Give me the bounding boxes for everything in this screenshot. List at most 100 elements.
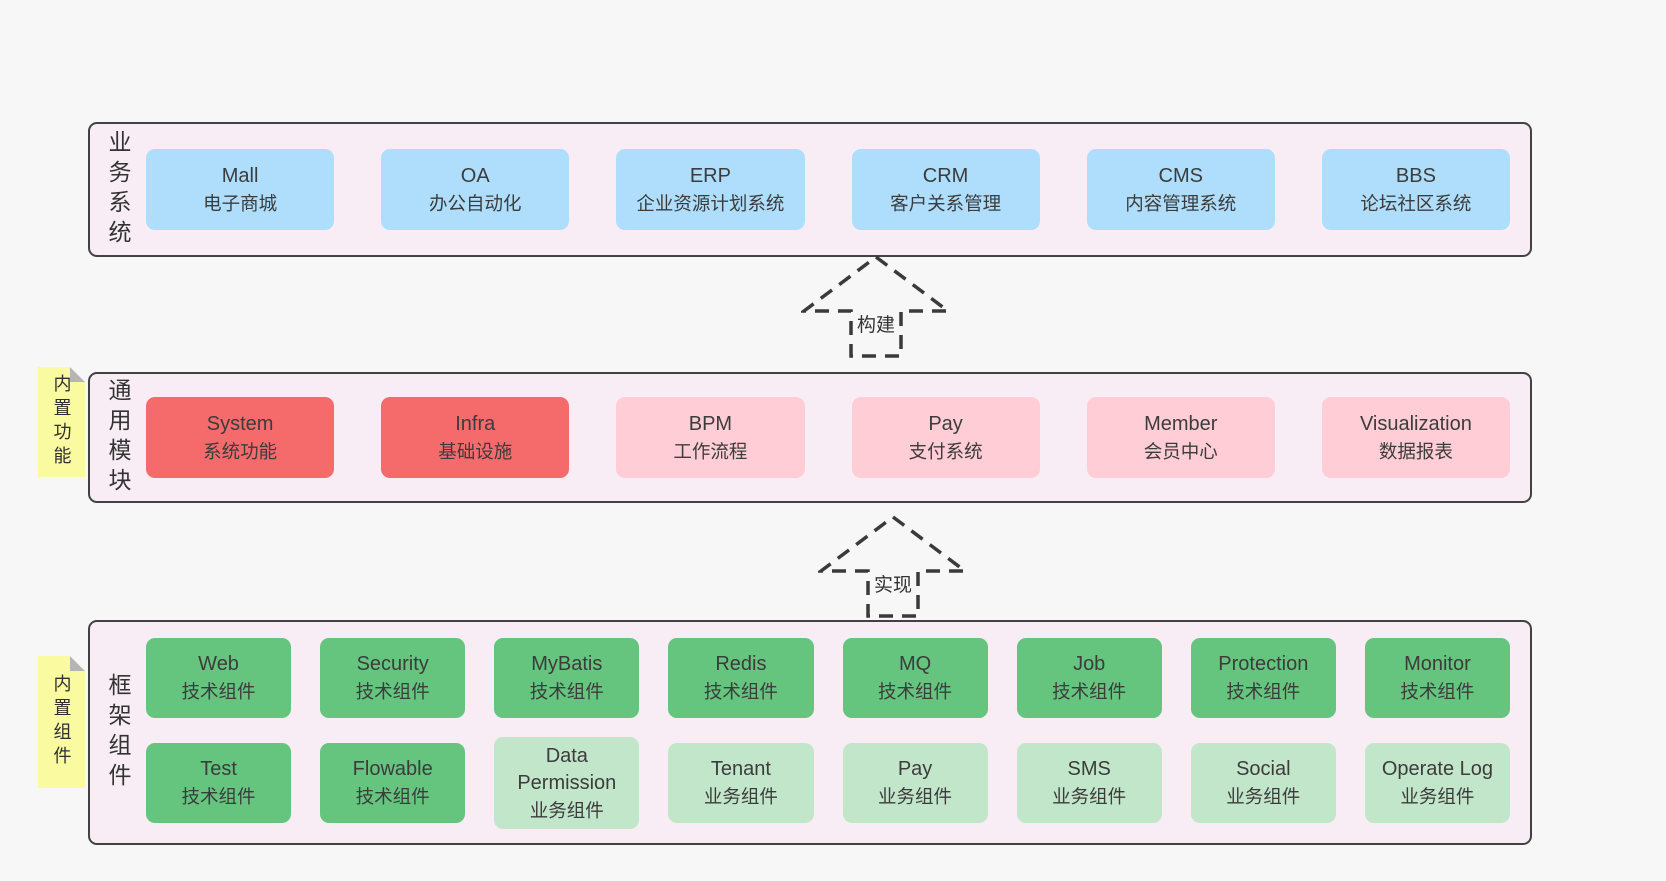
box-name: MQ (898, 653, 932, 676)
box-cms: CMS 内容管理系统 (1086, 149, 1275, 230)
box-name: Operate Log (1381, 758, 1494, 781)
implement-arrow: 实现 (818, 514, 968, 619)
common-modules-panel: 通用模块 System 系统功能 Infra 基础设施 BPM 工作流程 Pay… (88, 372, 1532, 503)
box-name: CRM (922, 164, 969, 187)
box-desc: 基础设施 (438, 440, 513, 462)
box-desc: 业务组件 (878, 786, 953, 808)
dashed-up-arrow-icon (801, 254, 951, 358)
box-name: Flowable (352, 758, 433, 781)
box-name: Data Permission (517, 744, 617, 795)
box-desc: 业务组件 (1400, 786, 1475, 808)
box-name: Security (356, 653, 429, 676)
builtin-features-sticky-note: 内置功能 (38, 367, 85, 477)
box-desc: 技术组件 (181, 786, 256, 808)
box-name: MyBatis (531, 653, 603, 676)
folded-corner-icon (70, 656, 85, 671)
box-name: Member (1144, 412, 1218, 435)
box-desc: 技术组件 (878, 681, 953, 703)
box-bpm: BPM 工作流程 (616, 397, 805, 478)
box-desc: 业务组件 (1226, 786, 1301, 808)
builtin-components-sticky-note: 内置组件 (38, 656, 85, 788)
box-flowable: Flowable 技术组件 (320, 743, 466, 823)
box-desc: 支付系统 (908, 440, 983, 462)
framework-components-label: 框架组件 (105, 672, 131, 793)
dashed-up-arrow-icon (818, 514, 968, 618)
box-name: Pay (897, 758, 933, 781)
box-redis: Redis 技术组件 (668, 638, 814, 718)
box-desc: 办公自动化 (428, 192, 522, 214)
box-name: BBS (1395, 164, 1436, 187)
build-arrow: 构建 (801, 254, 951, 359)
box-name: Mall (221, 164, 259, 187)
box-protection: Protection 技术组件 (1190, 638, 1336, 718)
box-desc: 内容管理系统 (1125, 192, 1237, 214)
framework-components-grid: Web 技术组件 Security 技术组件 MyBatis 技术组件 Redi… (146, 622, 1530, 843)
box-security: Security 技术组件 (320, 638, 466, 718)
box-infra: Infra 基础设施 (381, 397, 570, 478)
box-name: Social (1236, 758, 1291, 781)
box-monitor: Monitor 技术组件 (1364, 638, 1510, 718)
box-name: SMS (1067, 758, 1111, 781)
box-operate-log: Operate Log 业务组件 (1364, 743, 1510, 823)
box-web: Web 技术组件 (146, 638, 292, 718)
box-sms: SMS 业务组件 (1016, 743, 1162, 823)
box-name: OA (460, 164, 490, 187)
box-desc: 论坛社区系统 (1360, 192, 1472, 214)
business-systems-grid: Mall 电子商城 OA 办公自动化 ERP 企业资源计划系统 CRM 客户关系… (146, 124, 1530, 255)
box-pay: Pay 支付系统 (851, 397, 1040, 478)
box-desc: 会员中心 (1143, 440, 1218, 462)
box-oa: OA 办公自动化 (381, 149, 570, 230)
box-pay-business: Pay 业务组件 (842, 743, 988, 823)
box-desc: 技术组件 (355, 681, 430, 703)
box-test: Test 技术组件 (146, 743, 292, 823)
box-mybatis: MyBatis 技术组件 (494, 638, 640, 718)
box-erp: ERP 企业资源计划系统 (616, 149, 805, 230)
box-name: Infra (455, 412, 496, 435)
box-desc: 客户关系管理 (890, 192, 1002, 214)
box-desc: 系统功能 (203, 440, 278, 462)
box-name: Pay (928, 412, 963, 435)
box-name: Job (1073, 653, 1106, 676)
box-name: Redis (715, 653, 767, 676)
box-desc: 业务组件 (529, 799, 604, 821)
box-bbs: BBS 论坛社区系统 (1321, 149, 1510, 230)
box-job: Job 技术组件 (1016, 638, 1162, 718)
box-mq: MQ 技术组件 (842, 638, 988, 718)
sticky-text: 内置功能 (51, 374, 72, 470)
box-desc: 业务组件 (703, 786, 778, 808)
box-desc: 技术组件 (529, 681, 604, 703)
box-desc: 电子商城 (203, 192, 278, 214)
box-data-permission: Data Permission 业务组件 (494, 736, 640, 830)
business-systems-label: 业务系统 (105, 129, 131, 250)
box-desc: 企业资源计划系统 (636, 192, 785, 214)
box-name: Test (200, 758, 237, 781)
box-name: BPM (688, 412, 733, 435)
box-desc: 业务组件 (1052, 786, 1127, 808)
box-visualization: Visualization 数据报表 (1321, 397, 1510, 478)
framework-components-panel: 框架组件 Web 技术组件 Security 技术组件 MyBatis 技术组件… (88, 620, 1532, 845)
folded-corner-icon (70, 367, 85, 382)
common-modules-label: 通用模块 (105, 377, 131, 498)
sticky-text: 内置组件 (51, 674, 72, 770)
box-desc: 数据报表 (1378, 440, 1453, 462)
common-modules-grid: System 系统功能 Infra 基础设施 BPM 工作流程 Pay 支付系统… (146, 374, 1530, 501)
box-name: Web (198, 653, 239, 676)
box-desc: 技术组件 (1400, 681, 1475, 703)
box-name: Visualization (1359, 412, 1472, 435)
box-desc: 技术组件 (181, 681, 256, 703)
box-social: Social 业务组件 (1190, 743, 1336, 823)
box-member: Member 会员中心 (1086, 397, 1275, 478)
box-desc: 技术组件 (1052, 681, 1127, 703)
box-desc: 技术组件 (1226, 681, 1301, 703)
box-mall: Mall 电子商城 (146, 149, 335, 230)
box-desc: 工作流程 (673, 440, 748, 462)
box-name: Monitor (1404, 653, 1471, 676)
build-arrow-label: 构建 (853, 309, 899, 338)
box-tenant: Tenant 业务组件 (668, 743, 814, 823)
box-crm: CRM 客户关系管理 (851, 149, 1040, 230)
box-name: Tenant (710, 758, 771, 781)
box-name: ERP (689, 164, 731, 187)
business-systems-panel: 业务系统 Mall 电子商城 OA 办公自动化 ERP 企业资源计划系统 CRM… (88, 122, 1532, 257)
box-desc: 技术组件 (355, 786, 430, 808)
implement-arrow-label: 实现 (870, 569, 916, 598)
